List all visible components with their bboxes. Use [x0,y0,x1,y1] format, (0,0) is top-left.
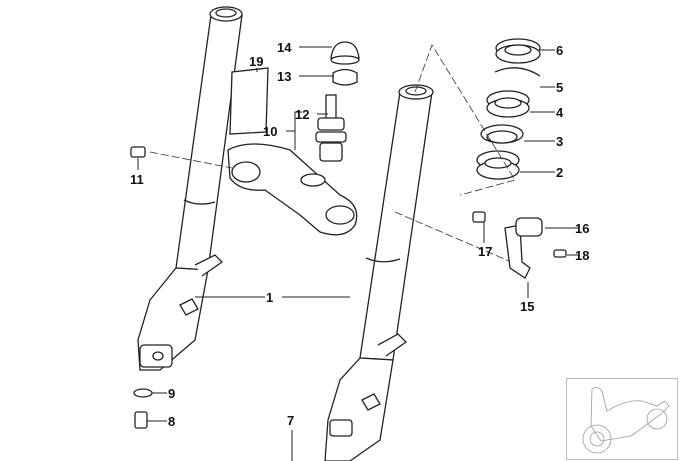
callout-4: 4 [556,105,564,120]
sticker-19 [229,67,269,135]
callout-11: 11 [130,172,144,187]
cap-14 [330,41,360,59]
callout-19: 19 [249,54,264,69]
callout-5: 5 [556,80,564,95]
callout-15: 15 [520,299,535,314]
motorcycle-thumbnail [566,378,678,460]
callout-18: 18 [575,248,590,263]
callout-2: 2 [556,165,564,180]
assembly-dashed-lines [149,44,531,271]
callout-6: 6 [556,43,564,58]
right-fork-tube [324,84,434,461]
grommet-16 [515,217,543,237]
callout-12: 12 [295,107,310,122]
triple-clamp [227,143,358,236]
callout-10: 10 [263,124,278,139]
callout-8: 8 [168,414,176,429]
callout-3: 3 [556,134,564,149]
callout-7: 7 [287,413,295,428]
left-fork-tube [137,6,243,371]
callout-13: 13 [277,69,292,84]
nut-13 [332,68,358,86]
steering-stem [315,94,347,162]
callout-1: 1 [266,290,274,305]
callout-17: 17 [478,244,493,259]
motorcycle-icon [582,387,670,454]
callout-9: 9 [168,386,176,401]
callout-14: 14 [277,40,292,55]
bearing-stack [476,38,541,180]
callout-16: 16 [575,221,590,236]
leader-lines [137,46,578,461]
